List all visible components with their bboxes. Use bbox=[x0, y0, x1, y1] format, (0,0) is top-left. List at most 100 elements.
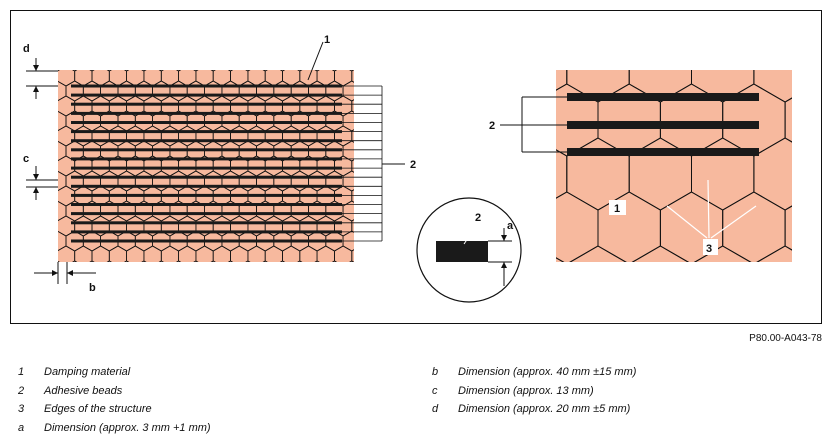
legend-text: Dimension (approx. 20 mm ±5 mm) bbox=[458, 403, 631, 415]
right-callout-1-label: 1 bbox=[614, 203, 620, 215]
honeycomb-cell bbox=[335, 276, 352, 296]
left-bead bbox=[71, 166, 342, 170]
honeycomb-cell bbox=[196, 276, 213, 296]
honeycomb-cell bbox=[245, 70, 251, 72]
honeycomb-cell bbox=[245, 260, 251, 262]
honeycomb-cell bbox=[72, 70, 78, 72]
dimension-c-label: c bbox=[23, 153, 29, 165]
legend-text: Damping material bbox=[44, 366, 131, 378]
left-bead bbox=[71, 157, 342, 161]
left-bead bbox=[71, 184, 342, 188]
honeycomb-cell bbox=[378, 171, 395, 191]
honeycomb-cell bbox=[279, 70, 286, 72]
honeycomb-cell bbox=[360, 171, 377, 191]
right-adhesive-beads bbox=[567, 93, 759, 156]
honeycomb-cell bbox=[127, 276, 144, 296]
honeycomb-cell bbox=[351, 159, 354, 173]
dimension-d-arrows bbox=[33, 65, 39, 92]
legend-key: 3 bbox=[18, 403, 25, 415]
honeycomb-cell bbox=[40, 246, 57, 266]
honeycomb-cell bbox=[360, 51, 377, 71]
right-bead bbox=[567, 121, 759, 129]
honeycomb-cell bbox=[158, 260, 164, 262]
left-adhesive-beads bbox=[71, 84, 342, 243]
honeycomb-cell bbox=[369, 276, 386, 296]
honeycomb-cell bbox=[109, 276, 126, 296]
honeycomb-cell bbox=[248, 276, 265, 296]
dimension-a-label: a bbox=[507, 220, 514, 232]
dimension-b-arrows bbox=[52, 270, 73, 276]
left-bead bbox=[71, 93, 342, 97]
right-callout-1-box bbox=[609, 200, 626, 215]
legend-item: 3 Edges of the structure bbox=[18, 403, 211, 422]
left-bead bbox=[71, 121, 342, 124]
honeycomb-cell bbox=[124, 260, 130, 262]
dimension-c bbox=[26, 166, 58, 200]
honeycomb-cell bbox=[231, 276, 248, 296]
right-panel: 2 1 3 bbox=[489, 0, 832, 318]
honeycomb-cell bbox=[124, 70, 130, 72]
legend-key: b bbox=[432, 366, 439, 378]
left-bead bbox=[71, 111, 342, 115]
honeycomb-cell bbox=[40, 126, 57, 146]
honeycomb-cell bbox=[816, 246, 832, 318]
right-bead bbox=[567, 148, 759, 156]
honeycomb-cell bbox=[816, 138, 832, 210]
honeycomb-cell bbox=[227, 260, 234, 262]
honeycomb-cell bbox=[106, 260, 112, 262]
honeycomb-cell bbox=[300, 276, 317, 296]
honeycomb-cell bbox=[144, 276, 161, 296]
honeycomb-cell bbox=[106, 70, 112, 72]
honeycomb-cell bbox=[40, 96, 57, 116]
honeycomb-cell bbox=[331, 260, 338, 262]
honeycomb-cell bbox=[158, 70, 164, 72]
honeycomb-cell bbox=[40, 66, 57, 86]
left-bead bbox=[71, 193, 342, 197]
left-callout-1-label: 1 bbox=[324, 34, 330, 46]
honeycomb-cell bbox=[360, 141, 377, 161]
legend-text: Dimension (approx. 13 mm) bbox=[458, 384, 594, 397]
honeycomb-cell bbox=[378, 201, 395, 221]
legend-text: Edges of the structure bbox=[44, 403, 152, 415]
left-callout-1-leader bbox=[307, 41, 324, 81]
honeycomb-cell bbox=[262, 70, 268, 72]
left-bead bbox=[71, 148, 342, 152]
honeycomb-cell bbox=[89, 70, 95, 72]
legend-text: Dimension (approx. 3 mm +1 mm) bbox=[44, 421, 211, 434]
honeycomb-cell bbox=[331, 70, 338, 72]
dimension-b bbox=[34, 262, 96, 284]
right-beads-bracket bbox=[500, 96, 567, 153]
legend-text: Adhesive beads bbox=[44, 384, 123, 397]
honeycomb-cell bbox=[210, 260, 216, 262]
detail-callout-2-leader bbox=[463, 224, 478, 245]
honeycomb-cell bbox=[351, 99, 354, 113]
honeycomb-cell bbox=[40, 156, 57, 176]
honeycomb-cell bbox=[262, 260, 268, 262]
right-damping-material bbox=[556, 70, 792, 262]
honeycomb-cell bbox=[57, 276, 74, 296]
honeycomb-cell bbox=[369, 186, 386, 206]
left-bead bbox=[71, 130, 342, 134]
honeycomb-cell bbox=[378, 81, 395, 101]
honeycomb-cell bbox=[141, 260, 147, 262]
left-panel: d c b 1 2 bbox=[23, 34, 416, 296]
honeycomb-cell bbox=[378, 111, 395, 131]
detail-callout-2-label: 2 bbox=[475, 212, 481, 224]
honeycomb-cell bbox=[378, 261, 395, 281]
honeycomb-cell bbox=[369, 66, 386, 86]
honeycomb-cell bbox=[279, 260, 286, 262]
honeycomb-cell bbox=[536, 0, 598, 48]
right-callout-2-label: 2 bbox=[489, 120, 495, 132]
left-bead bbox=[71, 139, 342, 143]
figure-id: P80.00-A043-78 bbox=[749, 333, 822, 344]
legend-key: 1 bbox=[18, 366, 25, 378]
honeycomb-cell bbox=[784, 97, 792, 143]
honeycomb-cell bbox=[369, 246, 386, 266]
honeycomb-cell bbox=[213, 276, 230, 296]
honeycomb-cell bbox=[785, 0, 832, 48]
